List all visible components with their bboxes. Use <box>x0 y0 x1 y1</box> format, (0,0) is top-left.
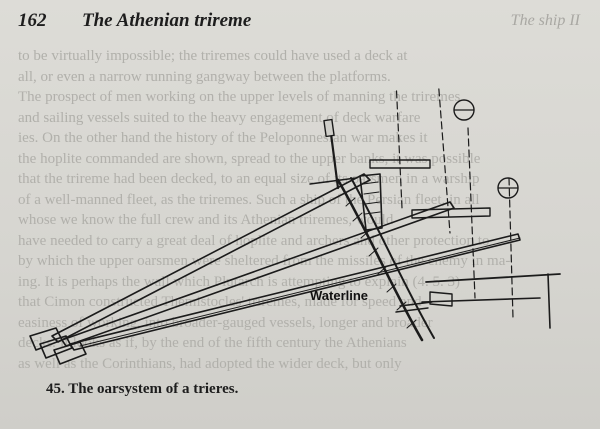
oar-thranite <box>51 173 371 343</box>
hull-inner-line <box>350 177 435 339</box>
oar-zygian <box>61 201 455 347</box>
upper-rail <box>309 177 357 185</box>
figure-caption-text: The oarsystem of a trieres. <box>68 381 239 397</box>
oarsystem-diagram: Waterline <box>29 88 561 365</box>
stanchion-dashed <box>467 127 476 299</box>
deck-beam <box>421 297 541 303</box>
bleed-line: all, or even a narrow running gangway be… <box>18 68 391 85</box>
bleed-line: by which the upper oarsmen were sheltere… <box>18 253 511 269</box>
oar-blade <box>29 327 63 351</box>
running-title: The Athenian trireme <box>82 10 252 31</box>
outrigger-block-hatch <box>362 181 381 215</box>
waterline-label: Waterline <box>310 288 368 303</box>
page-number: 162 <box>18 10 47 31</box>
oar-grip <box>323 118 335 138</box>
figure-caption: 45. The oarsystem of a trieres. <box>46 381 238 398</box>
oar-lower-extra <box>79 237 521 347</box>
bleed-through-header: The ship II <box>510 12 580 29</box>
bleed-line: as well as the Corinthians, had adopted … <box>18 355 402 372</box>
outrigger-block <box>359 173 383 231</box>
bleed-line: The prospect of men working on the upper… <box>18 89 461 105</box>
bleed-line: ing. It is perhaps the wall which Plutar… <box>18 273 460 290</box>
figure-number: 45. <box>46 381 65 397</box>
oar-blade <box>53 341 87 365</box>
bleed-line: that Cimon constructed Themistocles' tri… <box>18 294 422 310</box>
oar-blade <box>39 335 73 359</box>
stanchion-dashed <box>395 88 403 209</box>
hull-post <box>547 273 551 329</box>
bleed-line: and sailing vessels suited to the heavy … <box>18 109 421 126</box>
waterline-rail <box>395 307 429 313</box>
oarsystem-figure: Waterline <box>20 88 580 378</box>
thwart-lower <box>425 273 561 283</box>
waterline-rail <box>399 301 433 307</box>
stanchion-dashed <box>508 177 514 319</box>
bleed-line: to be virtually impossible; the triremes… <box>18 48 408 64</box>
bilge-rail <box>429 291 453 307</box>
bleed-line: the hoplite commanded are shown, spread … <box>18 150 481 167</box>
bleed-line: decks. It looks as if, by the end of the… <box>18 335 407 351</box>
hull-outer-line <box>336 178 424 342</box>
stanchion-dashed <box>438 88 451 234</box>
page-header: 162 The Athenian trireme <box>18 10 582 38</box>
thwart-upper <box>369 159 431 169</box>
